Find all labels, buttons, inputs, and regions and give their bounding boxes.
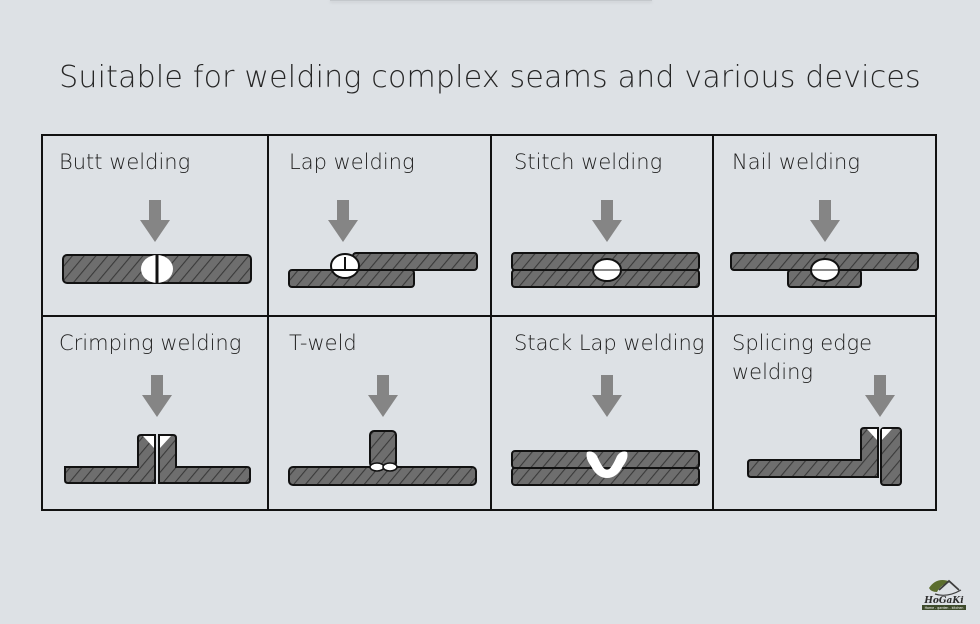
bent-plate — [747, 427, 879, 478]
hogaki-logo: HoGaKi Home - garden - kitchen — [922, 579, 966, 610]
stitch-weld-diagram — [511, 200, 700, 288]
arrow-down-icon — [140, 200, 170, 242]
weld-bead — [369, 462, 385, 472]
cell-label: Lap welding — [289, 150, 415, 174]
arrow-down-icon — [368, 375, 398, 417]
cell-label: Butt welding — [59, 150, 191, 174]
cell-lap-welding: Lap welding — [269, 136, 490, 315]
weld-bead — [143, 436, 154, 448]
weld-bead — [160, 436, 171, 448]
nail-weld-diagram — [730, 200, 919, 288]
arrow-down-icon — [865, 375, 895, 417]
logo-name: HoGaKi — [923, 596, 964, 606]
arrow-down-icon — [328, 200, 358, 242]
grid-divider — [43, 315, 935, 317]
grid-divider — [267, 136, 269, 509]
top-edge-bar — [330, 0, 652, 1]
cell-t-weld: T-weld — [269, 317, 490, 509]
grid-divider — [490, 136, 492, 509]
page-title: Suitable for welding complex seams and v… — [59, 60, 921, 95]
vertical-plate — [369, 430, 397, 468]
upper-plate — [511, 450, 700, 469]
lap-weld-diagram — [288, 200, 478, 288]
stack-lap-weld-diagram — [511, 375, 700, 486]
left-plate — [64, 434, 156, 484]
grid-divider — [712, 136, 714, 509]
arrow-down-icon — [592, 375, 622, 417]
cell-label: T-weld — [289, 331, 357, 355]
crimping-weld-diagram — [64, 375, 251, 484]
weld-bead — [882, 429, 892, 440]
cell-label: Crimping welding — [59, 331, 242, 355]
splicing-edge-weld-diagram — [747, 375, 902, 486]
butt-weld-diagram — [62, 200, 252, 284]
weld-bead — [586, 451, 628, 478]
weld-bead — [867, 429, 877, 440]
cell-splicing-edge-welding: Splicing edge welding — [714, 317, 935, 509]
weld-bead — [382, 462, 398, 472]
arrow-down-icon — [810, 200, 840, 242]
cell-label: Stack Lap welding — [514, 331, 705, 355]
cell-label: Nail welding — [732, 150, 860, 174]
vertical-plate — [880, 427, 902, 486]
t-weld-diagram — [288, 375, 477, 486]
cell-nail-welding: Nail welding — [714, 136, 935, 315]
arrow-down-icon — [142, 375, 172, 417]
house-icon — [938, 579, 960, 591]
cell-label: Splicing edge welding — [732, 331, 873, 384]
cell-butt-welding: Butt welding — [43, 136, 267, 315]
arrow-down-icon — [592, 200, 622, 242]
cell-crimping-welding: Crimping welding — [43, 317, 267, 509]
welding-types-grid: Butt welding Lap welding Stitch welding — [41, 134, 937, 511]
right-plate — [158, 434, 251, 484]
cell-stack-lap-welding: Stack Lap welding — [492, 317, 712, 509]
upper-plate — [352, 252, 478, 271]
cell-label: Stitch welding — [514, 150, 663, 174]
cell-stitch-welding: Stitch welding — [492, 136, 712, 315]
logo-tagline: Home - garden - kitchen — [925, 606, 964, 610]
